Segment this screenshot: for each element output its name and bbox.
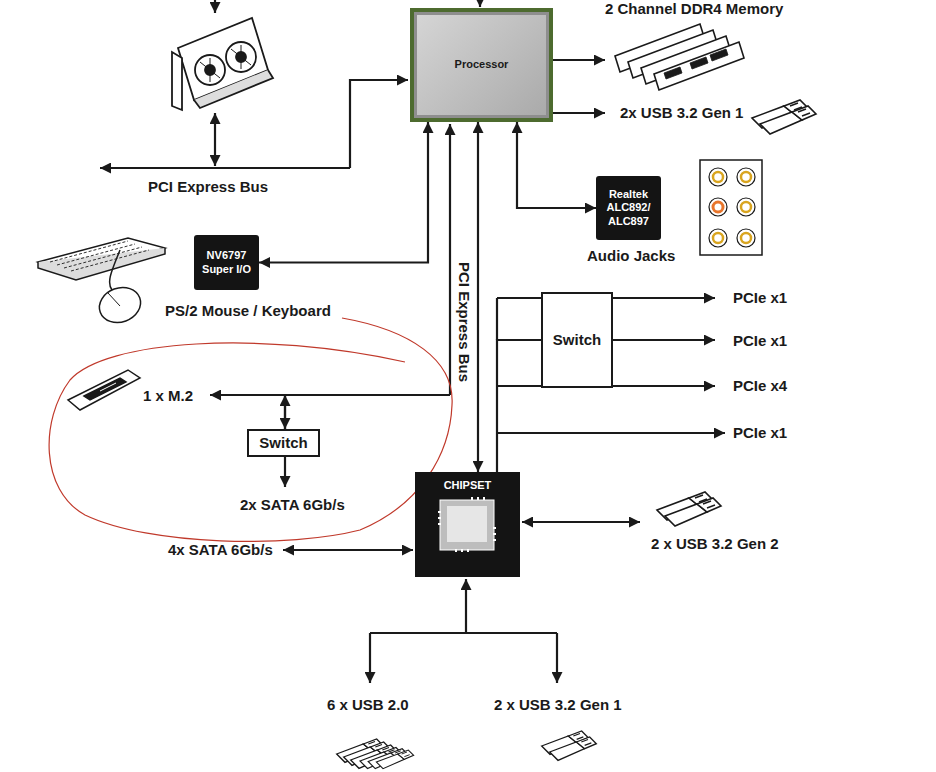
port-label: PCIe x1 (733, 332, 787, 350)
port-label: 2 Channel DDR4 Memory (605, 0, 783, 18)
usb-icons (337, 100, 816, 769)
keyboard-mouse (38, 238, 165, 328)
m2-drive (68, 370, 140, 410)
port-label: 2x SATA 6Gb/s (240, 496, 345, 514)
annotation-circle (49, 318, 452, 541)
port-label: PCIe x1 (733, 424, 787, 442)
node-text: Switch (259, 434, 307, 452)
port-label: 2 x USB 3.2 Gen 1 (494, 696, 622, 714)
port-label: PCIe x1 (733, 289, 787, 307)
node-text: Realtek ALC892/ ALC897 (599, 188, 658, 228)
node-text: Processor (455, 58, 509, 71)
pcie-switch-box: Switch (541, 292, 613, 388)
bus-connector (497, 340, 541, 472)
graphics-card (172, 18, 273, 110)
port-label: PCIe x4 (733, 377, 787, 395)
bus-label: PCI Express Bus (455, 262, 473, 382)
port-label: 4x SATA 6Gb/s (168, 541, 273, 559)
node-text: CHIPSET (444, 479, 492, 492)
port-label: 1 x M.2 (143, 387, 193, 405)
audio-jacks (700, 160, 762, 255)
processor-chip: Processor (410, 8, 553, 122)
port-label: PS/2 Mouse / Keyboard (165, 302, 331, 320)
node-text: NV6797 Super I/O (197, 249, 256, 275)
port-label: Audio Jacks (587, 247, 675, 265)
node-text: Switch (553, 331, 601, 349)
bus-connector (477, 122, 479, 472)
memory-modules (615, 24, 744, 90)
bus-connector (517, 122, 596, 208)
bus-connector (259, 122, 428, 263)
super-io-chip: NV6797 Super I/O (194, 235, 259, 290)
port-label: 6 x USB 2.0 (327, 696, 409, 714)
port-label: 2 x USB 3.2 Gen 2 (651, 535, 779, 553)
audio-codec-chip: Realtek ALC892/ ALC897 (596, 176, 661, 240)
sata-switch-box: Switch (247, 429, 320, 457)
port-label: 2x USB 3.2 Gen 1 (620, 104, 743, 122)
port-label: PCI Express Bus (148, 178, 268, 196)
